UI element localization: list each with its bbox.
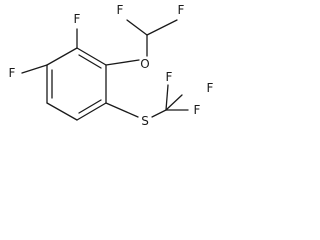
bond-chf2-f-right bbox=[146, 19, 178, 36]
bond-s-cf3 bbox=[151, 109, 167, 118]
ring-double-bond-c1-c2 bbox=[78, 54, 102, 69]
molecule-structure: F F O F F S F F F bbox=[9, 3, 214, 128]
ring-bond-c6-c1 bbox=[46, 47, 78, 66]
atom-o-ether: O bbox=[140, 57, 149, 71]
atom-f-chf2-left: F bbox=[117, 3, 124, 17]
bond-c6-f bbox=[21, 64, 48, 74]
atom-f-ring-top: F bbox=[74, 12, 81, 26]
atom-f-chf2-right: F bbox=[178, 3, 185, 17]
ring-bond-c1-c2 bbox=[76, 47, 107, 66]
atom-f-ring-left: F bbox=[9, 66, 16, 80]
atom-labels: F F O F F S F F F bbox=[9, 3, 214, 128]
atom-f-cf3-top-left: F bbox=[166, 70, 173, 84]
ring-bond-c4-c5 bbox=[46, 102, 78, 121]
ring-double-bond-c3-c4 bbox=[78, 99, 102, 114]
atom-f-cf3-right: F bbox=[194, 103, 201, 117]
bond-c2-o bbox=[105, 59, 140, 66]
bond-cf3-f-top-right bbox=[165, 94, 183, 111]
atom-s-thioether: S bbox=[141, 114, 149, 128]
bond-chf2-f-left bbox=[126, 19, 148, 36]
atom-f-cf3-top-right: F bbox=[207, 81, 214, 95]
bond-c3-s bbox=[105, 102, 139, 118]
ring-bond-c3-c4 bbox=[76, 102, 107, 121]
bonds bbox=[21, 19, 189, 121]
bond-cf3-f-top-left bbox=[165, 84, 169, 111]
